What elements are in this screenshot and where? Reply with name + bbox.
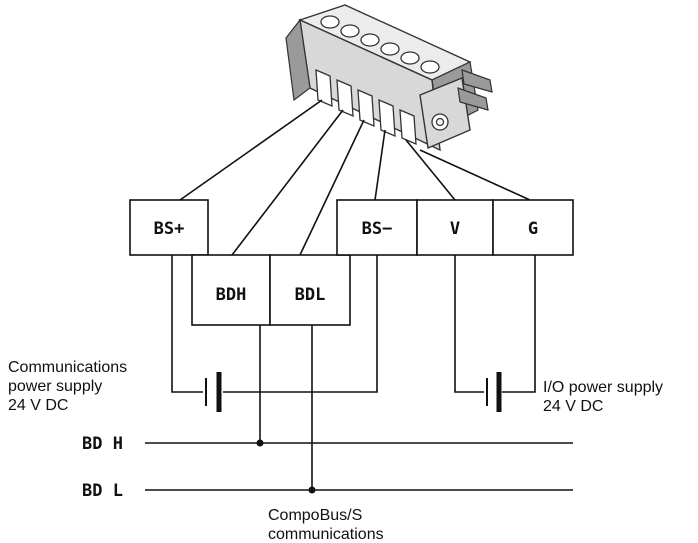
svg-text:I/O power supply: I/O power supply [543,379,663,396]
bus-lines [145,325,573,494]
svg-text:Communications: Communications [8,359,127,376]
terminal-bdl-label: BDL [295,285,326,305]
terminal-v-box [416,199,494,256]
terminal-bdl-box [269,254,351,326]
terminal-bdh-label: BDH [216,285,247,305]
dc-power-supply-icon [486,372,502,412]
junction-dot [256,439,264,447]
comm-power-circuit [171,255,378,412]
terminal-labels: BS+ BDH BDL BS− V G [154,219,538,305]
terminal-bs-minus-label: BS− [362,219,393,239]
terminal-g-box [492,199,574,256]
compobus-caption: CompoBus/S communications [268,507,384,543]
connector-wires [179,99,531,256]
svg-text:24 V DC: 24 V DC [543,398,603,415]
terminal-bs-plus-box [129,199,209,256]
dc-power-supply-icon [205,372,222,412]
terminal-bs-plus-label: BS+ [154,219,185,239]
io-power-circuit [454,255,536,412]
bus-label-bd-h: BD H [82,434,123,454]
io-power-caption: I/O power supply 24 V DC [543,379,663,415]
svg-text:communications: communications [268,526,384,543]
svg-text:CompoBus/S: CompoBus/S [268,507,362,524]
svg-text:power supply: power supply [8,378,102,395]
terminal-bdh-box [191,254,271,326]
bus-label-bd-l: BD L [82,481,123,501]
junction-dot [308,486,316,494]
terminal-boxes [129,199,574,326]
svg-text:24 V DC: 24 V DC [8,397,68,414]
terminal-g-label: G [528,219,538,239]
comm-power-caption: Communications power supply 24 V DC [8,359,127,414]
terminal-block-connector-icon [285,4,493,152]
terminal-v-label: V [450,219,460,239]
